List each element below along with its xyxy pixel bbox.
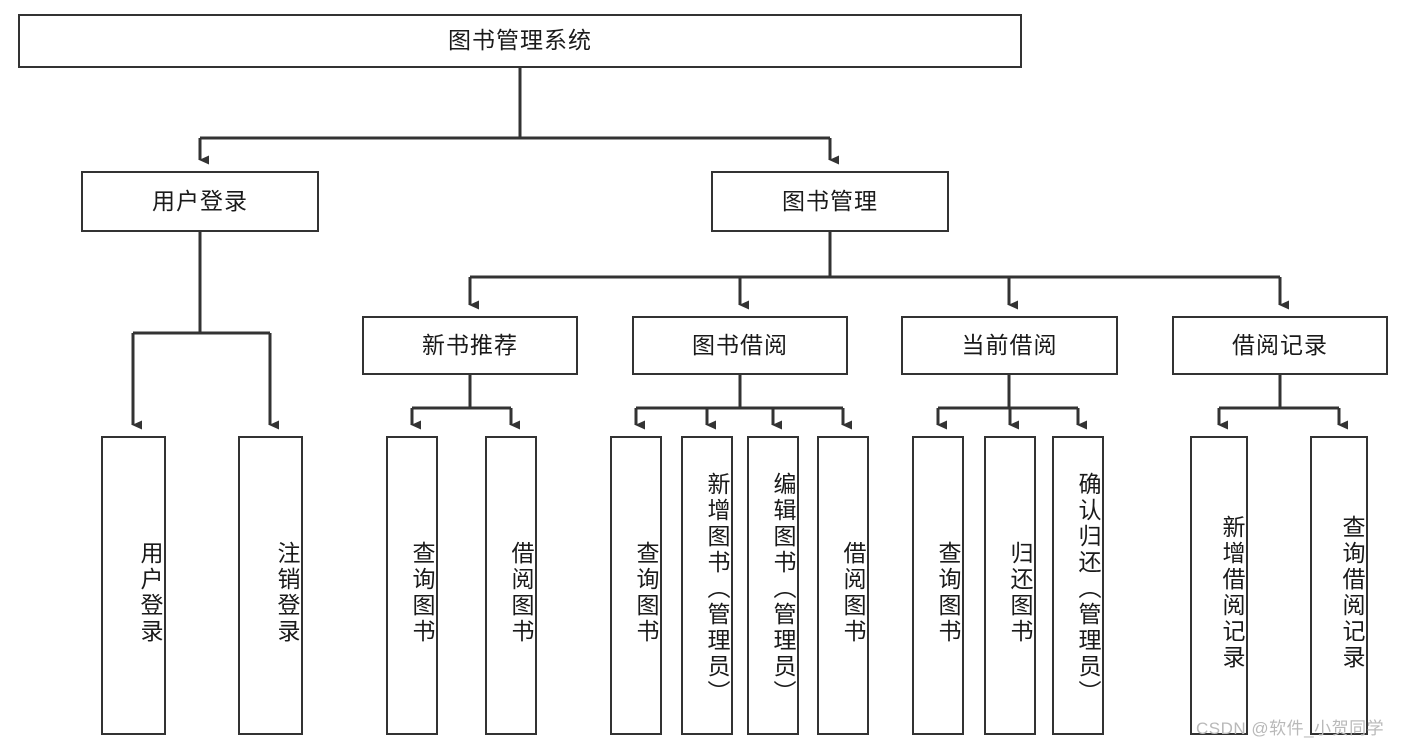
node-root-label: 图书管理系统 bbox=[448, 27, 592, 54]
node-leaf-borrow-book-2[interactable]: 借阅图书 bbox=[817, 436, 869, 735]
node-leaf-query-book-3-label: 查询图书 bbox=[935, 540, 961, 645]
node-new-book-recommend[interactable]: 新书推荐 bbox=[362, 316, 578, 375]
node-leaf-borrow-book-2-label: 借阅图书 bbox=[840, 540, 866, 645]
node-leaf-user-login-label: 用户登录 bbox=[137, 540, 163, 645]
node-leaf-add-book-label: 新增图书（管理员） bbox=[704, 471, 730, 706]
node-leaf-add-book[interactable]: 新增图书（管理员） bbox=[681, 436, 733, 735]
node-leaf-add-borrow-record[interactable]: 新增借阅记录 bbox=[1190, 436, 1248, 735]
node-leaf-edit-book[interactable]: 编辑图书（管理员） bbox=[747, 436, 799, 735]
node-user-login[interactable]: 用户登录 bbox=[81, 171, 319, 232]
csdn-watermark: CSDN @软件_小贺同学 bbox=[1196, 719, 1385, 738]
node-leaf-return-book-label: 归还图书 bbox=[1007, 540, 1033, 645]
node-leaf-return-book[interactable]: 归还图书 bbox=[984, 436, 1036, 735]
node-borrow-record-label: 借阅记录 bbox=[1232, 331, 1328, 358]
node-leaf-user-logout[interactable]: 注销登录 bbox=[238, 436, 303, 735]
node-leaf-add-borrow-record-label: 新增借阅记录 bbox=[1219, 514, 1245, 671]
node-current-borrow-label: 当前借阅 bbox=[961, 331, 1058, 358]
node-leaf-query-borrow-record[interactable]: 查询借阅记录 bbox=[1310, 436, 1368, 735]
node-leaf-query-book-2[interactable]: 查询图书 bbox=[610, 436, 662, 735]
node-book-borrow[interactable]: 图书借阅 bbox=[632, 316, 848, 375]
node-current-borrow[interactable]: 当前借阅 bbox=[901, 316, 1118, 375]
node-leaf-query-book-3[interactable]: 查询图书 bbox=[912, 436, 964, 735]
node-book-borrow-label: 图书借阅 bbox=[692, 331, 788, 358]
node-new-book-recommend-label: 新书推荐 bbox=[422, 331, 518, 358]
node-leaf-query-book-2-label: 查询图书 bbox=[633, 540, 659, 645]
node-leaf-borrow-book-1[interactable]: 借阅图书 bbox=[485, 436, 537, 735]
node-book-manage[interactable]: 图书管理 bbox=[711, 171, 949, 232]
node-leaf-edit-book-label: 编辑图书（管理员） bbox=[770, 471, 796, 706]
node-book-manage-label: 图书管理 bbox=[782, 187, 878, 214]
node-leaf-borrow-book-1-label: 借阅图书 bbox=[508, 540, 534, 645]
node-root[interactable]: 图书管理系统 bbox=[18, 14, 1022, 68]
node-leaf-query-book-1-label: 查询图书 bbox=[409, 540, 435, 645]
node-borrow-record[interactable]: 借阅记录 bbox=[1172, 316, 1388, 375]
node-leaf-confirm-return[interactable]: 确认归还（管理员） bbox=[1052, 436, 1104, 735]
node-leaf-user-logout-label: 注销登录 bbox=[274, 540, 300, 645]
node-user-login-label: 用户登录 bbox=[152, 187, 248, 214]
node-leaf-user-login[interactable]: 用户登录 bbox=[101, 436, 166, 735]
node-leaf-query-book-1[interactable]: 查询图书 bbox=[386, 436, 438, 735]
node-leaf-confirm-return-label: 确认归还（管理员） bbox=[1075, 471, 1101, 706]
node-leaf-query-borrow-record-label: 查询借阅记录 bbox=[1339, 514, 1365, 671]
